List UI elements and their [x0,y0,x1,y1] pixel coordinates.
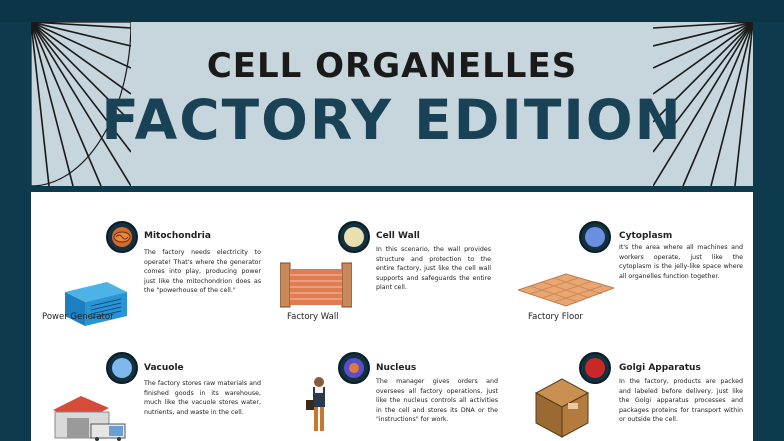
left-sunburst-decoration [31,22,131,186]
caption-factory-wall: Factory Wall [287,312,339,322]
card-text-cytoplasm: It's the area where all machines and wor… [619,244,743,280]
warehouse-illustration [53,396,126,441]
card-text-nucleus: The manager gives orders and oversees al… [376,378,498,424]
caption-power-generator: Power Generator [42,312,114,322]
package-box-illustration [534,378,590,438]
manager-illustration [306,377,325,431]
card-text-vacuole: The factory stores raw materials and fin… [144,380,261,416]
poster: CELL ORGANELLES FACTORY EDITION Mitochon… [31,22,753,441]
card-title-cytoplasm: Cytoplasm [619,231,673,241]
card-title-cell-wall: Cell Wall [376,231,420,241]
cytoplasm-icon [579,221,611,253]
card-title-mitochondria: Mitochondria [144,231,211,241]
vacuole-icon [106,352,138,384]
card-text-mitochondria: The factory needs electricity to operate… [144,249,261,295]
cell-wall-icon [338,221,370,253]
factory-wall-illustration [280,262,352,308]
factory-floor-illustration [518,273,614,307]
poster-header: CELL ORGANELLES FACTORY EDITION [31,22,753,186]
right-sunburst-decoration [653,22,753,186]
card-title-nucleus: Nucleus [376,363,417,373]
title-line-1: CELL ORGANELLES [206,46,578,86]
caption-factory-floor: Factory Floor [528,312,583,322]
card-text-golgi: In the factory, products are packed and … [619,378,743,424]
title-line-2: FACTORY EDITION [101,88,683,152]
top-bar [0,0,784,22]
nucleus-icon [338,352,370,384]
card-title-vacuole: Vacuole [144,363,184,373]
mitochondria-icon [106,221,138,253]
power-generator-illustration [65,282,127,326]
card-text-cell-wall: In this scenario, the wall provides stru… [376,246,491,292]
header-divider [31,186,753,192]
golgi-icon [579,352,611,384]
card-title-golgi: Golgi Apparatus [619,363,701,373]
